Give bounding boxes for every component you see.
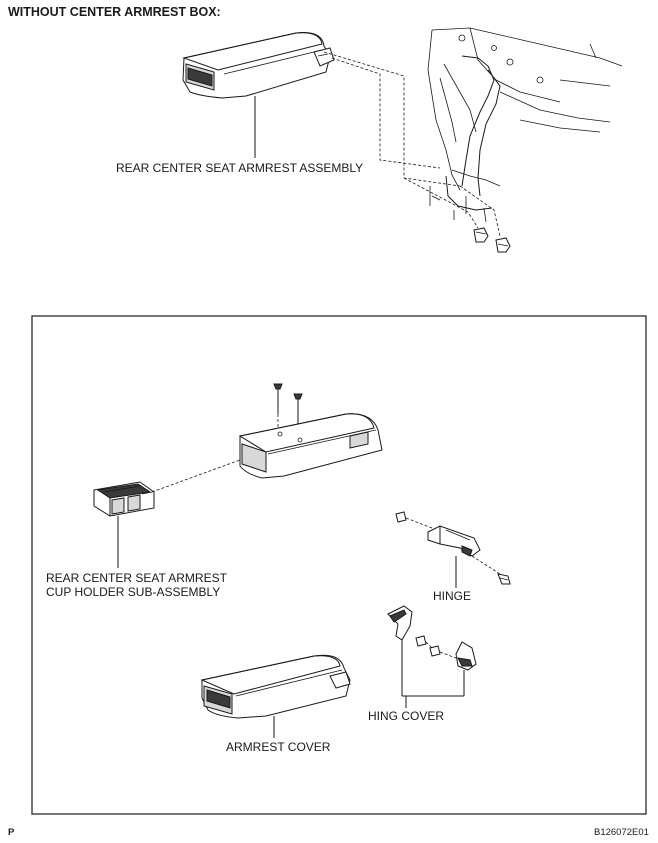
top-alignment-lines (323, 51, 501, 237)
armrest-body (238, 413, 383, 479)
label-hinge: HINGE (433, 589, 472, 603)
footer-left-mark: P (8, 827, 15, 838)
cup-holder-drawing (93, 481, 155, 517)
label-armrest-cover: ARMREST COVER (226, 740, 331, 754)
armrest-assembly-drawing (182, 32, 335, 99)
label-cup-holder-line1: REAR CENTER SEAT ARMREST (46, 571, 227, 585)
hinge-cover-leader (401, 640, 465, 708)
figure-code: B126072E01 (594, 827, 649, 838)
armrest-cover-drawing (200, 654, 351, 719)
label-armrest-assembly: REAR CENTER SEAT ARMREST ASSEMBLY (116, 161, 364, 175)
section-heading: WITHOUT CENTER ARMREST BOX: (8, 5, 221, 19)
hinge-drawing (395, 511, 511, 585)
seat-back-frame (427, 27, 623, 223)
detail-frame (31, 315, 647, 815)
label-hinge-cover: HING COVER (368, 709, 445, 723)
label-cup-holder-line2: CUP HOLDER SUB-ASSEMBLY (46, 585, 221, 599)
cup-holder-alignment (151, 459, 241, 493)
clip-fasteners (473, 227, 511, 253)
hinge-cover-drawing (387, 605, 477, 671)
